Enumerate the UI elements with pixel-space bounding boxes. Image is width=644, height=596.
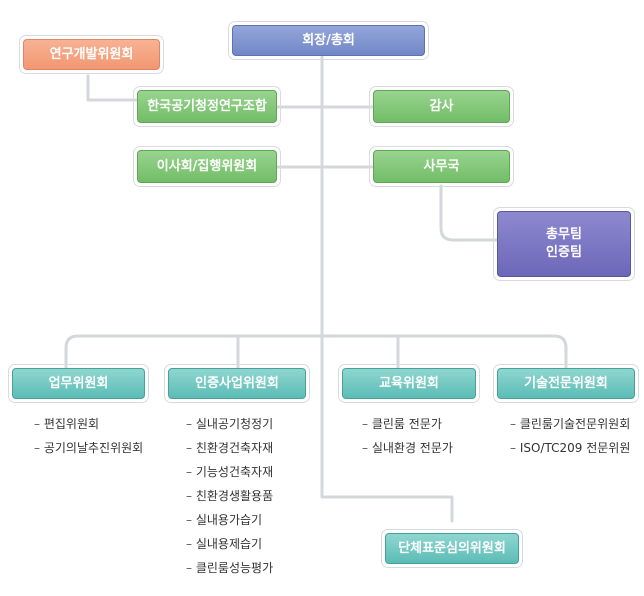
certification-committee-list: 실내공기청정기 친환경건축자재 기능성건축자재 친환경생활용품 실내용가습기 실… bbox=[186, 412, 273, 580]
secretariat-team-line bbox=[439, 184, 499, 242]
committee-branch-line bbox=[64, 334, 568, 370]
list-item: 클린룸 전문가 bbox=[362, 412, 453, 436]
technical-committee-list: 클린룸기술전문위원회 ISO/TC209 전문위원 bbox=[510, 412, 631, 460]
business-committee-box[interactable]: 업무위원회 bbox=[8, 364, 149, 403]
education-committee-box[interactable]: 교육위원회 bbox=[338, 364, 480, 403]
list-item: 실내용가습기 bbox=[186, 508, 273, 532]
technical-committee-label: 기술전문위원회 bbox=[524, 375, 608, 391]
secretariat-label: 사무국 bbox=[423, 158, 460, 174]
secretariat-box[interactable]: 사무국 bbox=[369, 146, 514, 187]
education-committee-list: 클린룸 전문가 실내환경 전문가 bbox=[362, 412, 453, 460]
business-committee-list: 편집위원회 공기의날추진위원회 bbox=[34, 412, 143, 460]
certification-committee-box[interactable]: 인증사업위원회 bbox=[164, 364, 310, 403]
list-item: 클린룸기술전문위원회 bbox=[510, 412, 630, 436]
list-item: 친환경생활용품 bbox=[186, 484, 273, 508]
union-label: 한국공기청정연구조합 bbox=[147, 98, 267, 114]
list-item: 실내용제습기 bbox=[186, 532, 273, 556]
president-box[interactable]: 회장/총회 bbox=[228, 21, 429, 60]
list-item: 기능성건축자재 bbox=[186, 460, 273, 484]
general-affairs-team-label: 총무팀 bbox=[546, 227, 582, 243]
audit-label: 감사 bbox=[429, 98, 454, 114]
standards-committee-box[interactable]: 단체표준심의위원회 bbox=[381, 529, 523, 568]
certification-committee-label: 인증사업위원회 bbox=[195, 375, 279, 391]
trunk-line bbox=[320, 55, 454, 523]
rnd-committee-box[interactable]: 연구개발위원회 bbox=[19, 35, 164, 74]
audit-box[interactable]: 감사 bbox=[369, 86, 514, 127]
education-committee-label: 교육위원회 bbox=[379, 375, 439, 391]
list-item: 공기의날추진위원회 bbox=[34, 436, 143, 460]
board-box[interactable]: 이사회/집행위원회 bbox=[133, 146, 281, 187]
president-label: 회장/총회 bbox=[302, 32, 355, 48]
technical-committee-box[interactable]: 기술전문위원회 bbox=[493, 364, 639, 403]
list-item: 편집위원회 bbox=[34, 412, 143, 436]
team-box[interactable]: 총무팀 인증팀 bbox=[493, 207, 635, 281]
certification-team-label: 인증팀 bbox=[546, 245, 582, 260]
union-box[interactable]: 한국공기청정연구조합 bbox=[133, 86, 281, 127]
standards-committee-label: 단체표준심의위원회 bbox=[398, 540, 506, 556]
business-committee-label: 업무위원회 bbox=[48, 375, 109, 391]
list-item: 친환경건축자재 bbox=[186, 436, 273, 460]
rnd-to-union-line bbox=[86, 74, 140, 102]
list-item: 클린룸성능평가 bbox=[186, 556, 273, 580]
list-item: ISO/TC209 전문위원 bbox=[510, 436, 631, 460]
board-label: 이사회/집행위원회 bbox=[156, 158, 258, 174]
rnd-committee-label: 연구개발위원회 bbox=[49, 46, 134, 62]
list-item: 실내공기청정기 bbox=[186, 412, 273, 436]
list-item: 실내환경 전문가 bbox=[362, 436, 453, 460]
